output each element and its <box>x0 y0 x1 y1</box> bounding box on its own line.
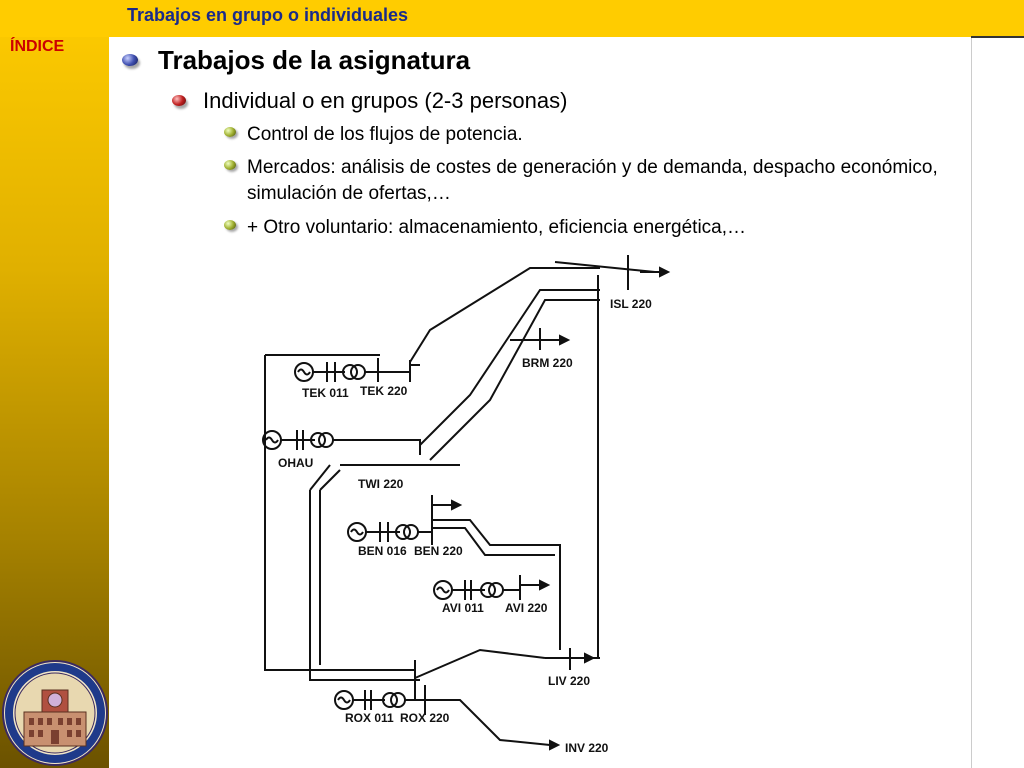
list-item: + Otro voluntario: almacenamiento, efici… <box>247 217 747 238</box>
bus-label: ROX 220 <box>400 711 450 725</box>
bullet-level2: Individual o en grupos (2-3 personas) <box>172 88 567 114</box>
bullet-icon <box>224 127 236 137</box>
bullet-icon <box>122 54 138 66</box>
bus-label: INV 220 <box>565 741 609 755</box>
bus-label: ISL 220 <box>610 297 652 311</box>
bullet-icon <box>224 160 236 170</box>
bullet-level1: Trabajos de la asignatura <box>122 45 470 76</box>
sidebar: ÍNDICE <box>0 0 109 768</box>
power-network-diagram: ISL 220 BRM 220 TEK 011 TEK 220 OHAU TWI… <box>262 255 671 755</box>
right-panel <box>971 37 1024 768</box>
bus-label: TEK 011 <box>302 386 349 400</box>
divider <box>971 36 1024 38</box>
bus-label: AVI 011 <box>442 601 484 615</box>
bus-label: TEK 220 <box>360 384 408 398</box>
list-item: Control de los flujos de potencia. <box>247 124 523 145</box>
list-item: Mercados: análisis de costes de generaci… <box>247 157 938 204</box>
diagram-labels: ISL 220 BRM 220 TEK 011 TEK 220 OHAU TWI… <box>278 297 652 755</box>
bus-label: BEN 016 <box>358 544 407 558</box>
header-title: Trabajos en grupo o individuales <box>127 5 409 25</box>
bullet-level3: Mercados: análisis de costes de generaci… <box>224 155 967 207</box>
bullet-icon <box>172 95 186 106</box>
bullet-icon <box>224 220 236 230</box>
bus-label: TWI 220 <box>358 477 404 491</box>
bus-label: BEN 220 <box>414 544 463 558</box>
slide-content <box>109 37 971 768</box>
index-link[interactable]: ÍNDICE <box>10 38 65 55</box>
bus-label: AVI 220 <box>505 601 548 615</box>
bus-label: LIV 220 <box>548 674 590 688</box>
bus-label: ROX 011 <box>345 711 394 725</box>
bullet-level3: Control de los flujos de potencia. <box>224 122 967 148</box>
slide-heading: Trabajos de la asignatura <box>158 45 471 75</box>
header-bar: Trabajos en grupo o individuales <box>0 0 1024 37</box>
bus-label: BRM 220 <box>522 356 573 370</box>
slide-subheading: Individual o en grupos (2-3 personas) <box>203 88 568 113</box>
bus-label: OHAU <box>278 456 313 470</box>
university-logo-icon <box>2 660 108 766</box>
bullet-level3: + Otro voluntario: almacenamiento, efici… <box>224 215 967 241</box>
